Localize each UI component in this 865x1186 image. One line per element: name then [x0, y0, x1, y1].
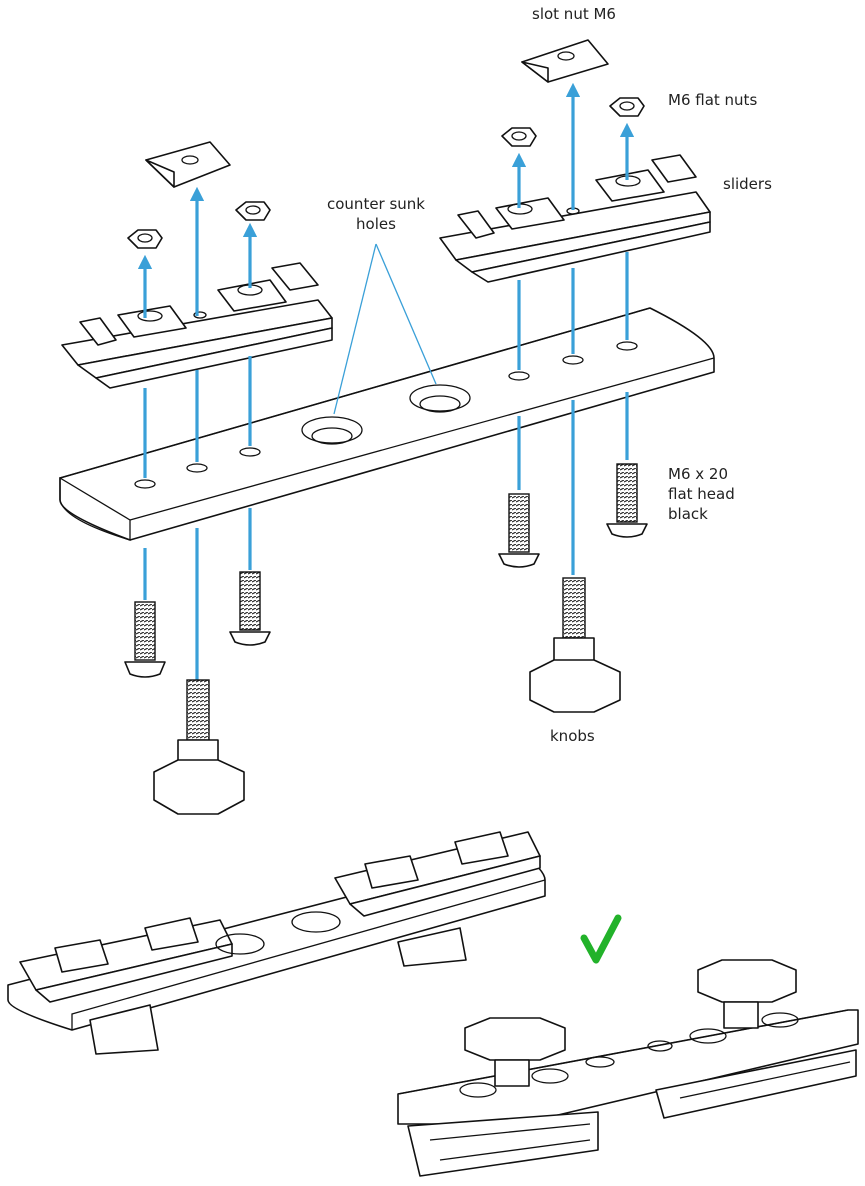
base-plate [59, 307, 715, 541]
right-slider [439, 154, 711, 283]
right-flat-nut-1 [501, 127, 537, 147]
right-knob [529, 577, 621, 713]
left-knob [153, 679, 245, 815]
left-slider [61, 262, 333, 389]
right-flat-nut-2 [609, 97, 645, 117]
flat-nuts-label: M6 flat nuts [668, 91, 758, 109]
countersunk-label: counter sunk holes [318, 194, 434, 234]
left-center-screw [229, 571, 271, 646]
slot-nut-label: slot nut M6 [532, 5, 616, 23]
assembled-view-underside [397, 959, 859, 1177]
countersunk-label-line-1: counter sunk [327, 195, 425, 213]
right-slot-nut [521, 39, 609, 83]
screw-label-line-3: black [668, 505, 708, 523]
right-screw-1 [498, 493, 540, 568]
left-slot-nut [145, 141, 231, 188]
assembled-view [7, 831, 546, 1055]
right-screw-2 [606, 463, 648, 538]
screw-label-line-1: M6 x 20 [668, 465, 728, 483]
left-screw [124, 601, 166, 678]
left-flat-nut-1 [127, 229, 163, 249]
checkmark-icon [580, 914, 622, 964]
left-flat-nut-2 [235, 201, 271, 221]
countersunk-label-line-2: holes [356, 215, 396, 233]
screw-label-line-2: flat head [668, 485, 735, 503]
sliders-label: sliders [723, 175, 772, 193]
knobs-label: knobs [550, 727, 595, 745]
screw-label: M6 x 20 flat head black [668, 464, 735, 524]
